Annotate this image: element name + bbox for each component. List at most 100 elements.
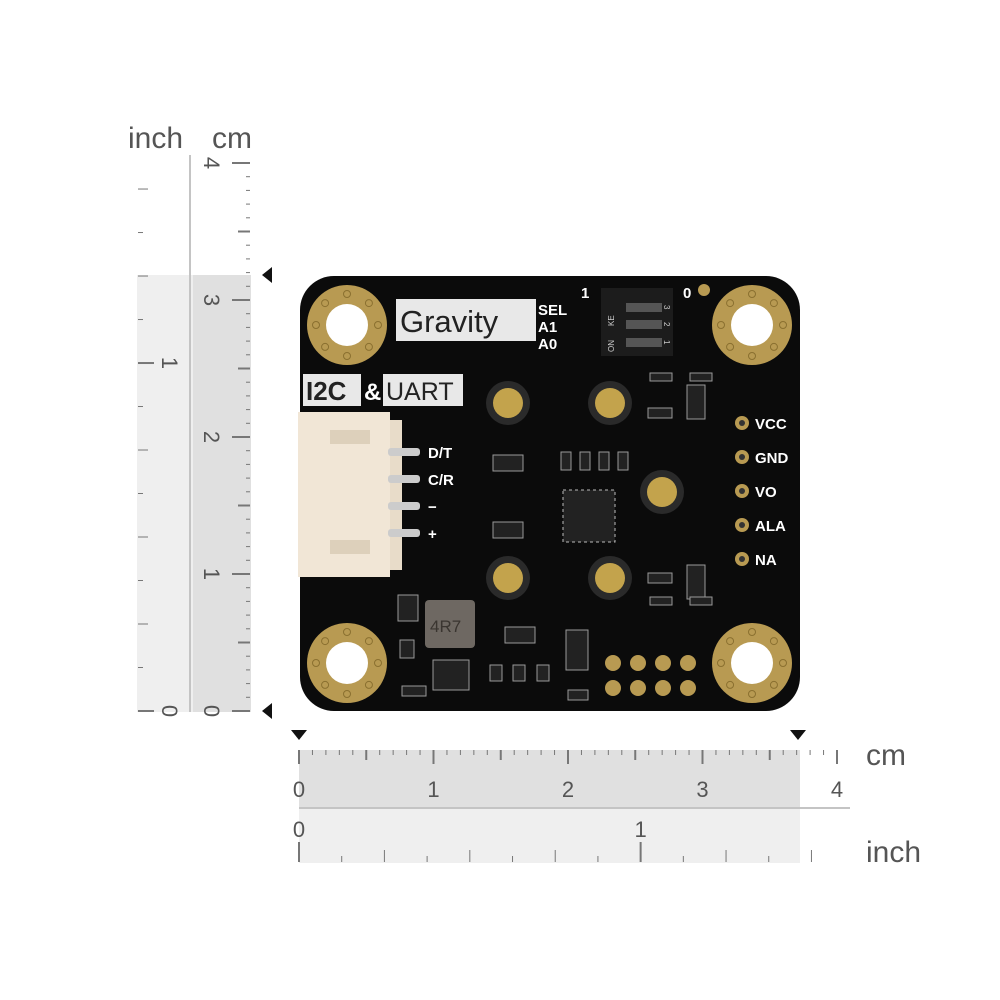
sensor-chip <box>562 489 616 543</box>
header-pin-hole <box>739 556 745 562</box>
ampersand-label: & <box>364 379 381 406</box>
header-pin-label: VCC <box>755 416 787 433</box>
v-cm-label: 2 <box>199 431 224 443</box>
test-pad <box>493 563 523 593</box>
test-pad <box>595 563 625 593</box>
via <box>321 680 330 689</box>
v-cm-unit: cm <box>212 122 252 155</box>
smd-component <box>397 594 419 622</box>
solder-pad <box>680 680 696 696</box>
smd-component <box>565 629 589 671</box>
via <box>364 680 373 689</box>
connector-pin-label: − <box>428 499 437 516</box>
inductor: 4R7 <box>425 600 475 648</box>
smd-component <box>689 596 713 606</box>
h-cm-unit: cm <box>866 739 906 772</box>
smd-component <box>598 451 610 471</box>
mounting-hole <box>307 285 387 365</box>
h-cm-label: 3 <box>696 777 708 802</box>
mounting-hole <box>712 623 792 703</box>
via <box>321 299 330 308</box>
via <box>312 659 320 667</box>
dip-switch[interactable]: ON KE 1 2 3 <box>601 288 673 356</box>
hole <box>731 642 773 684</box>
via <box>748 628 756 636</box>
dip-label-sel: SEL <box>538 302 567 319</box>
h-cm-label: 1 <box>427 777 439 802</box>
marker-triangle <box>291 730 307 740</box>
marker-triangle <box>262 267 272 283</box>
v-inch-label: 1 <box>157 357 182 369</box>
via <box>343 690 351 698</box>
horizontal-ruler: 0 1 2 3 4 0 1 cm inch <box>291 730 921 869</box>
smd-component <box>686 384 706 420</box>
via <box>779 659 787 667</box>
smd-component <box>647 407 673 419</box>
header-pin-hole <box>739 454 745 460</box>
via <box>343 352 351 360</box>
v-cm-label: 1 <box>199 568 224 580</box>
hole <box>731 304 773 346</box>
via <box>769 342 778 351</box>
jst-connector[interactable] <box>298 412 402 577</box>
dip-ke-text: KE <box>607 315 616 326</box>
dip-num-1: 1 <box>662 340 671 345</box>
smd-component <box>504 626 536 644</box>
via <box>726 637 735 646</box>
solder-pad <box>680 655 696 671</box>
via <box>769 637 778 646</box>
connector-pin-label: + <box>428 526 437 543</box>
via <box>726 680 735 689</box>
test-pad <box>595 388 625 418</box>
header-pin-hole <box>739 420 745 426</box>
solder-pad <box>655 680 671 696</box>
via <box>343 290 351 298</box>
header-pin-hole <box>739 522 745 528</box>
smd-component <box>689 372 713 382</box>
via <box>726 299 735 308</box>
h-cm-label: 4 <box>831 777 843 802</box>
h-cm-label: 0 <box>293 777 305 802</box>
connector-pin-label: D/T <box>428 445 452 462</box>
via <box>321 342 330 351</box>
via <box>374 659 382 667</box>
smd-component <box>567 689 589 701</box>
smd-component <box>647 572 673 584</box>
solder-pad <box>630 680 646 696</box>
via <box>779 321 787 329</box>
marker-triangle <box>262 703 272 719</box>
connector-pin-label: C/R <box>428 472 454 489</box>
marker-triangle <box>790 730 806 740</box>
header-pin-label: ALA <box>755 518 786 535</box>
dip-label-a1: A1 <box>538 319 557 336</box>
v-cm-label: 4 <box>199 157 224 169</box>
v-inch-unit: inch <box>128 122 183 155</box>
smd-component <box>579 451 591 471</box>
uart-label: UART <box>386 378 454 406</box>
sensor-board: Gravity I2C & UART SEL A1 A0 1 0 ON KE 1… <box>298 276 800 711</box>
mounting-hole <box>307 623 387 703</box>
solder-pad <box>630 655 646 671</box>
header-pin-label: VO <box>755 484 777 501</box>
via <box>748 352 756 360</box>
via <box>312 321 320 329</box>
h-cm-label: 2 <box>562 777 574 802</box>
via <box>374 321 382 329</box>
header-pin-hole <box>739 488 745 494</box>
dip-mark-1: 1 <box>581 285 589 302</box>
h-inch-unit: inch <box>866 836 921 869</box>
smd-component <box>686 564 706 600</box>
smd-component <box>492 454 524 472</box>
smd-component <box>432 659 470 691</box>
dip-label-a0: A0 <box>538 336 557 353</box>
h-inch-label: 0 <box>293 817 305 842</box>
solder-pad <box>655 655 671 671</box>
svg-text:4R7: 4R7 <box>430 617 461 636</box>
connector-pin <box>388 529 420 537</box>
h-inch-label: 1 <box>635 817 647 842</box>
via <box>769 299 778 308</box>
hole <box>326 642 368 684</box>
via <box>748 690 756 698</box>
